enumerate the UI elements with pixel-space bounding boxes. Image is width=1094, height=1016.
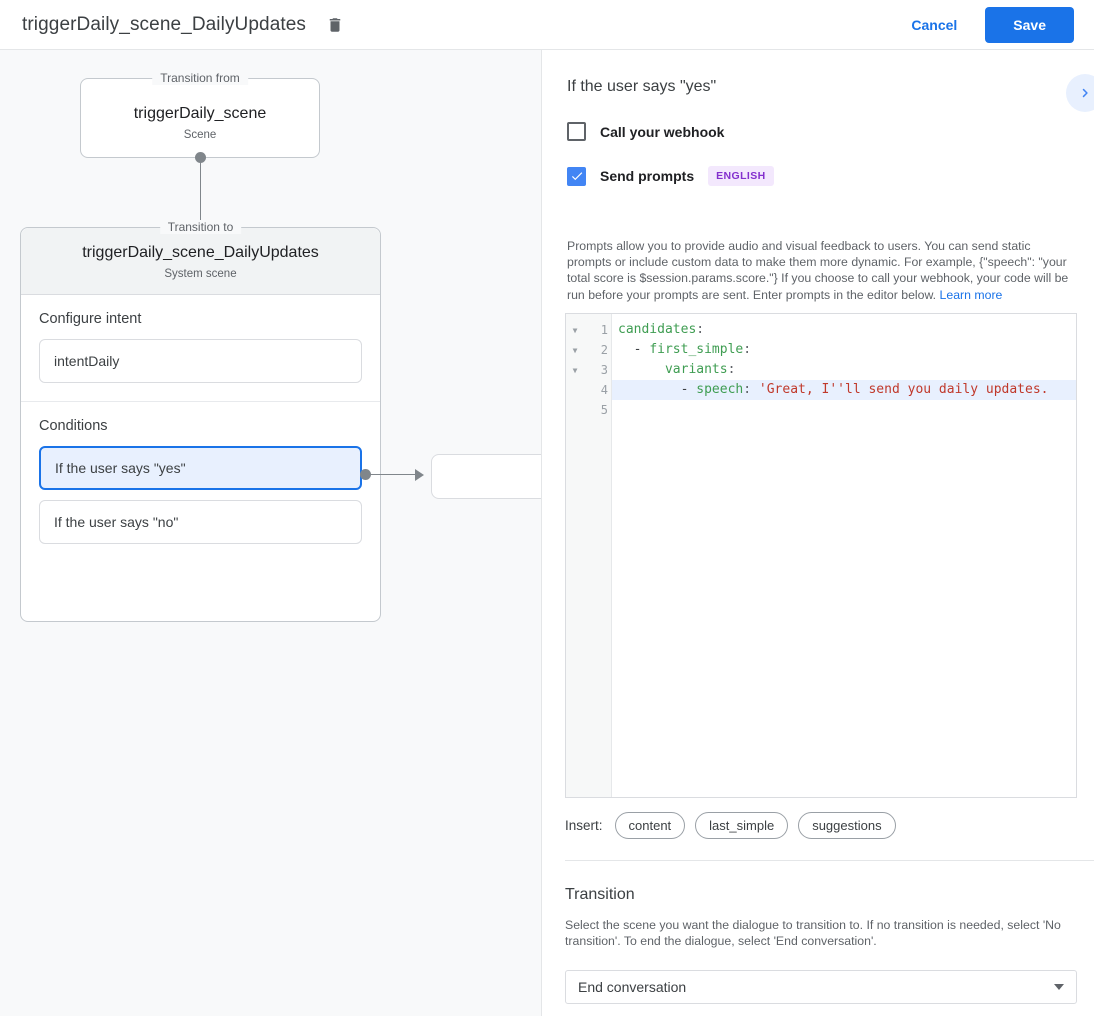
gutter-line-5: 5 xyxy=(566,400,611,420)
code-token: candidates xyxy=(618,322,697,337)
fold-triangle-icon[interactable]: ▼ xyxy=(572,365,578,375)
prompts-description-text: Prompts allow you to provide audio and v… xyxy=(567,239,1069,302)
transition-select[interactable]: End conversation xyxy=(565,970,1077,1004)
page-title: triggerDaily_scene_DailyUpdates xyxy=(22,13,307,35)
chevron-down-icon xyxy=(1054,984,1064,990)
app-header: triggerDaily_scene_DailyUpdates Cancel S… xyxy=(0,0,1094,50)
send-prompts-row[interactable]: Send prompts ENGLISH xyxy=(567,166,774,186)
transition-to-header: triggerDaily_scene_DailyUpdates System s… xyxy=(21,228,380,295)
insert-chip-content[interactable]: content xyxy=(614,812,686,839)
cancel-button[interactable]: Cancel xyxy=(897,9,971,41)
save-button[interactable]: Save xyxy=(985,6,1074,43)
panel-title: If the user says "yes" xyxy=(567,78,717,95)
code-token: variants xyxy=(664,362,728,377)
send-prompts-label: Send prompts xyxy=(600,168,695,184)
code-line-3[interactable]: variants: xyxy=(612,360,1076,380)
fold-triangle-icon[interactable]: ▼ xyxy=(572,325,578,335)
code-token xyxy=(618,362,665,377)
header-actions: Cancel Save xyxy=(897,6,1074,43)
trash-icon xyxy=(329,17,341,32)
transition-from-subtitle: Scene xyxy=(183,129,217,141)
code-line-5[interactable] xyxy=(612,400,1076,420)
condition-item-yes[interactable]: If the user says "yes" xyxy=(39,446,362,490)
code-token: : xyxy=(696,322,705,337)
code-token: 'Great, I''ll send you daily updates. xyxy=(758,382,1049,397)
transition-from-node[interactable]: Transition from triggerDaily_scene Scene xyxy=(80,71,320,158)
line-number: 4 xyxy=(600,383,608,397)
edge-arrowhead-right xyxy=(415,469,424,481)
insert-chips-row: Insert: content last_simple suggestions xyxy=(565,812,896,839)
line-number: 1 xyxy=(600,323,608,337)
conditions-section: Conditions If the user says "yes" If the… xyxy=(21,401,380,562)
conditions-label: Conditions xyxy=(39,418,108,434)
check-icon xyxy=(571,172,582,181)
edge-vertical-line xyxy=(200,157,201,262)
gutter-line-1: ▼1 xyxy=(566,320,611,340)
insert-label: Insert: xyxy=(565,818,603,833)
send-prompts-checkbox[interactable] xyxy=(567,166,586,186)
fold-triangle-icon[interactable]: ▼ xyxy=(572,345,578,355)
configure-intent-label: Configure intent xyxy=(39,311,142,327)
call-webhook-label: Call your webhook xyxy=(600,123,725,140)
language-badge: ENGLISH xyxy=(708,166,774,186)
transition-from-title: triggerDaily_scene xyxy=(133,105,267,122)
code-line-4[interactable]: - speech: 'Great, I''ll send you daily u… xyxy=(612,380,1076,400)
code-token: - xyxy=(618,382,697,397)
transition-heading: Transition xyxy=(565,886,635,903)
expand-panel-button[interactable] xyxy=(1066,74,1094,112)
transition-to-title: triggerDaily_scene_DailyUpdates xyxy=(82,244,319,261)
code-token: : xyxy=(743,342,752,357)
edge-horizontal-line xyxy=(370,474,422,475)
code-line-2[interactable]: - first_simple: xyxy=(612,340,1076,360)
line-number: 2 xyxy=(600,343,608,357)
call-webhook-row[interactable]: Call your webhook xyxy=(567,122,724,141)
gutter-line-3: ▼3 xyxy=(566,360,611,380)
prompts-description: Prompts allow you to provide audio and v… xyxy=(567,238,1077,303)
call-webhook-checkbox[interactable] xyxy=(567,122,586,141)
insert-chip-last-simple[interactable]: last_simple xyxy=(695,812,789,839)
transition-description: Select the scene you want the dialogue t… xyxy=(565,918,1061,949)
scene-graph-canvas[interactable]: Transition from triggerDaily_scene Scene… xyxy=(0,50,541,1016)
condition-item-no[interactable]: If the user says "no" xyxy=(39,500,362,544)
code-token: : xyxy=(727,362,736,377)
downstream-node-card[interactable] xyxy=(431,454,541,499)
editor-code-area[interactable]: candidates: - first_simple: variants: - … xyxy=(612,314,1076,797)
learn-more-link[interactable]: Learn more xyxy=(939,287,1003,302)
line-number: 3 xyxy=(600,363,608,377)
line-number: 5 xyxy=(600,403,608,417)
transition-from-legend: Transition from xyxy=(152,71,248,85)
code-token: - xyxy=(618,342,650,357)
delete-button[interactable] xyxy=(320,10,350,40)
chevron-right-icon xyxy=(1082,88,1088,98)
intent-field[interactable]: intentDaily xyxy=(39,339,362,383)
code-token: speech xyxy=(696,382,744,397)
gutter-line-4: 4 xyxy=(566,380,611,400)
edge-condition-dot xyxy=(360,469,371,480)
transition-select-value: End conversation xyxy=(578,979,687,995)
section-divider xyxy=(565,860,1094,861)
insert-chip-suggestions[interactable]: suggestions xyxy=(798,812,896,839)
code-token: : xyxy=(743,382,759,397)
code-token: first_simple xyxy=(649,342,744,357)
gutter-line-2: ▼2 xyxy=(566,340,611,360)
transition-to-subtitle: System scene xyxy=(164,268,237,280)
configure-intent-section: Configure intent intentDaily xyxy=(21,295,380,401)
transition-to-node[interactable]: Transition to triggerDaily_scene_DailyUp… xyxy=(20,220,381,622)
transition-to-legend: Transition to xyxy=(159,220,242,234)
code-line-1[interactable]: candidates: xyxy=(612,320,1076,340)
